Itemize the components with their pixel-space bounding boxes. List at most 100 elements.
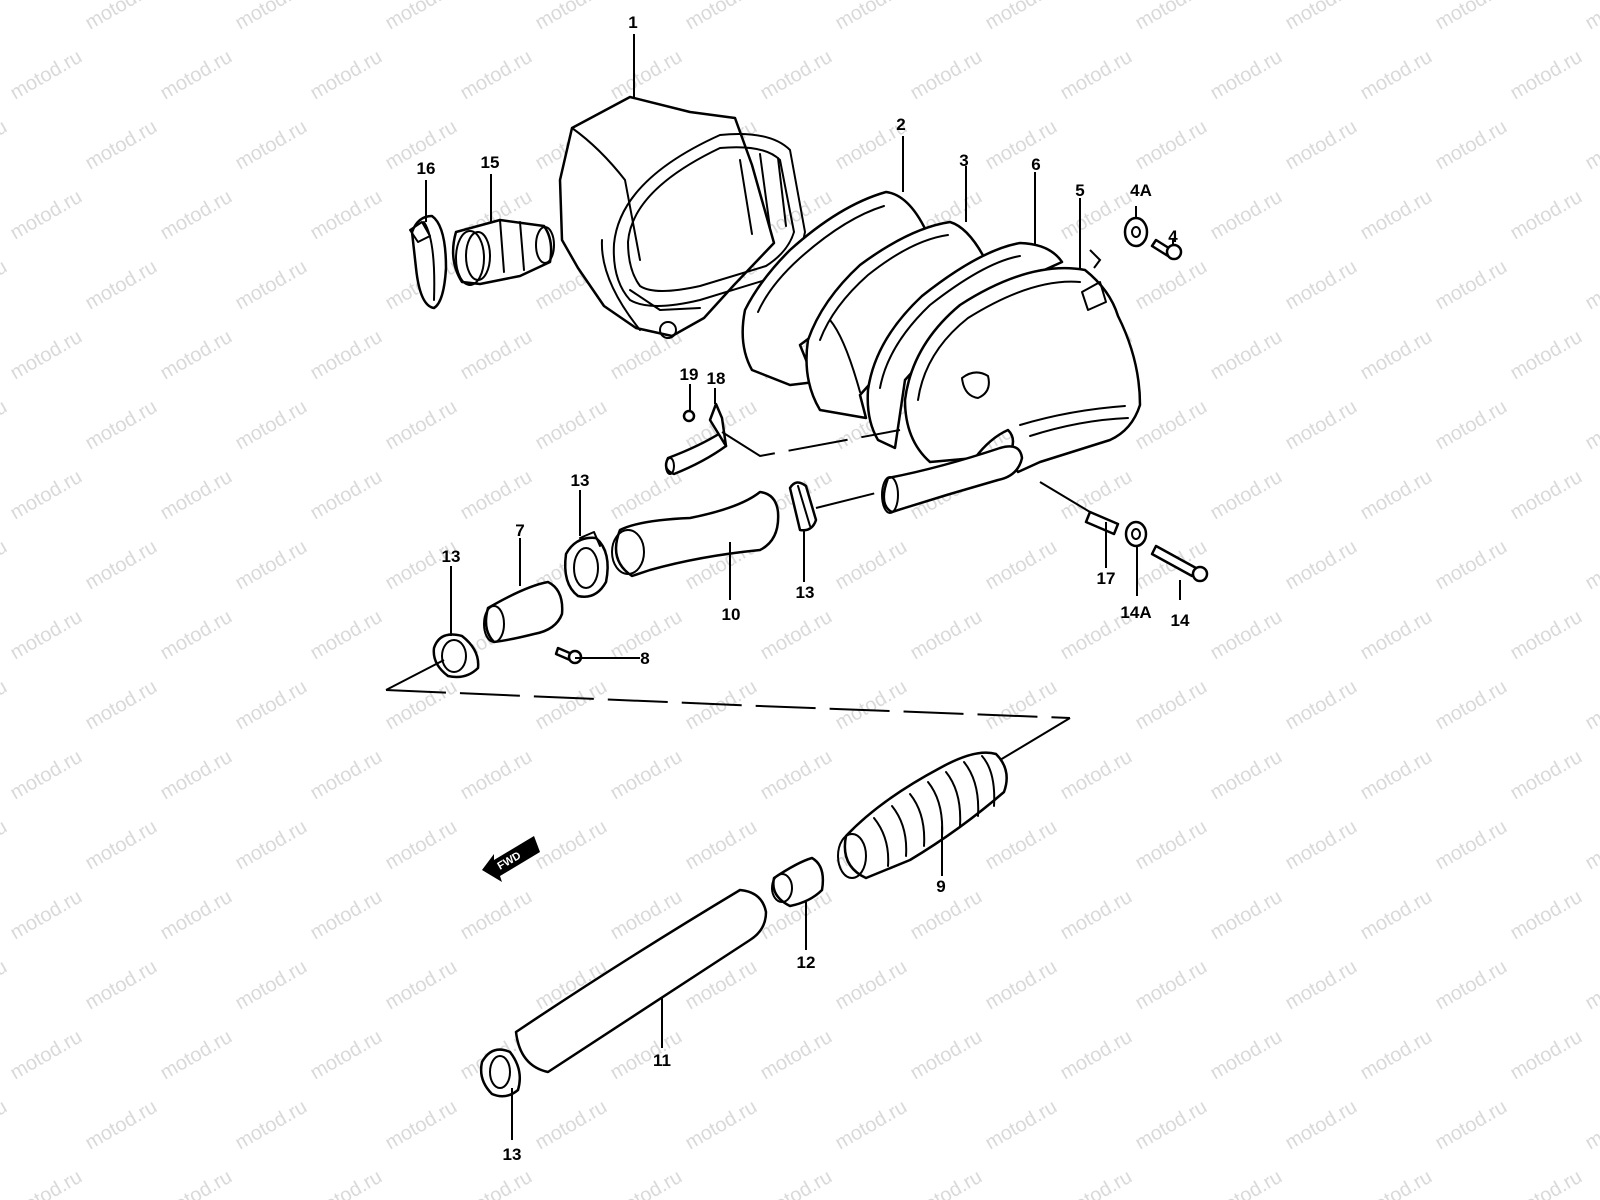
screw-8: [554, 646, 583, 665]
watermark-text: motod.ru: [82, 116, 161, 175]
watermark-text: motod.ru: [457, 886, 536, 945]
callout-5: 5: [1075, 181, 1084, 200]
watermark-text: motod.ru: [1207, 466, 1286, 525]
watermark-text: motod.ru: [457, 46, 536, 105]
watermark-text: motod.ru: [1507, 606, 1586, 665]
watermark-text: motod.ru: [1507, 186, 1586, 245]
watermark-text: motod.ru: [1357, 1166, 1436, 1200]
watermark-text: motod.ru: [7, 746, 86, 805]
watermark-text: motod.ru: [1207, 606, 1286, 665]
watermark-text: motod.ru: [157, 1166, 236, 1200]
callout-10: 10: [722, 605, 741, 624]
watermark-text: motod.ru: [1507, 1026, 1586, 1085]
watermark-text: motod.ru: [982, 0, 1061, 34]
watermark-text: motod.ru: [907, 1026, 986, 1085]
watermark-text: motod.ru: [832, 1096, 911, 1155]
watermark-text: motod.ru: [0, 676, 11, 735]
watermark-text: motod.ru: [1582, 956, 1600, 1015]
screw-4: [1150, 238, 1183, 261]
watermark-text: motod.ru: [1357, 466, 1436, 525]
watermark-text: motod.ru: [1207, 186, 1286, 245]
watermark-text: motod.ru: [1282, 396, 1361, 455]
watermark-text: motod.ru: [7, 326, 86, 385]
watermark-text: motod.ru: [907, 46, 986, 105]
watermark-text: motod.ru: [1282, 0, 1361, 34]
callout-3: 3: [959, 151, 968, 170]
watermark-text: motod.ru: [0, 816, 11, 875]
watermark-text: motod.ru: [457, 326, 536, 385]
watermark-text: motod.ru: [457, 466, 536, 525]
watermark-text: motod.ru: [232, 536, 311, 595]
watermark-text: motod.ru: [907, 606, 986, 665]
callout-19: 19: [680, 365, 699, 384]
watermark-text: motod.ru: [1357, 46, 1436, 105]
watermark-text: motod.ru: [757, 1166, 836, 1200]
watermark-text: motod.ru: [607, 1166, 686, 1200]
watermark-text: motod.ru: [1582, 676, 1600, 735]
watermark-text: motod.ru: [607, 1026, 686, 1085]
watermark-text: motod.ru: [1057, 1026, 1136, 1085]
hose-10: [611, 490, 780, 578]
watermark-text: motod.ru: [1207, 886, 1286, 945]
watermark-text: motod.ru: [1282, 956, 1361, 1015]
watermark-text: motod.ru: [982, 116, 1061, 175]
watermark-text: motod.ru: [307, 1026, 386, 1085]
watermark-text: motod.ru: [232, 256, 311, 315]
callout-9: 9: [936, 877, 945, 896]
callout-16: 16: [417, 159, 436, 178]
callout-17: 17: [1097, 569, 1116, 588]
watermark-text: motod.ru: [157, 466, 236, 525]
watermark-text: motod.ru: [82, 396, 161, 455]
watermark-text: motod.ru: [757, 1026, 836, 1085]
watermark-text: motod.ru: [1432, 256, 1511, 315]
watermark-text: motod.ru: [1582, 256, 1600, 315]
watermark-text: motod.ru: [1132, 116, 1211, 175]
watermark-text: motod.ru: [907, 1166, 986, 1200]
watermark-text: motod.ru: [7, 1166, 86, 1200]
watermark-text: motod.ru: [1207, 326, 1286, 385]
watermark-text: motod.ru: [982, 676, 1061, 735]
watermark-text: motod.ru: [307, 1166, 386, 1200]
watermark-text: motod.ru: [832, 956, 911, 1015]
watermark-text: motod.ru: [682, 1096, 761, 1155]
watermark-text: motod.ru: [1057, 46, 1136, 105]
watermark-text: motod.ru: [307, 606, 386, 665]
watermark-text: motod.ru: [7, 466, 86, 525]
callout-14a: 14A: [1120, 603, 1151, 622]
watermark-text: motod.ru: [82, 676, 161, 735]
watermark-text: motod.ru: [682, 816, 761, 875]
watermark-text: motod.ru: [532, 676, 611, 735]
watermark-text: motod.ru: [1432, 676, 1511, 735]
watermark-text: motod.ru: [1207, 1166, 1286, 1200]
watermark-text: motod.ru: [757, 746, 836, 805]
watermark-text: motod.ru: [382, 1096, 461, 1155]
watermark-text: motod.ru: [82, 0, 161, 34]
watermark-text: motod.ru: [0, 1096, 11, 1155]
watermark-text: motod.ru: [982, 816, 1061, 875]
watermark-text: motod.ru: [832, 676, 911, 735]
watermark-text: motod.ru: [7, 186, 86, 245]
watermark-text: motod.ru: [1057, 186, 1136, 245]
watermark-text: motod.ru: [1507, 886, 1586, 945]
watermark-text: motod.ru: [757, 46, 836, 105]
hose-clamp-13-left: [432, 633, 480, 679]
callout-2: 2: [896, 115, 905, 134]
callout-13-left: 13: [442, 547, 461, 566]
collar-17: [1084, 510, 1120, 536]
drain-tube-18: [664, 402, 728, 476]
watermark-text: motod.ru: [7, 886, 86, 945]
watermark-text: motod.ru: [382, 676, 461, 735]
watermark-text: motod.ru: [232, 0, 311, 34]
watermark-text: motod.ru: [982, 1096, 1061, 1155]
callout-13-bottom: 13: [503, 1145, 522, 1164]
watermark-text: motod.ru: [0, 116, 11, 175]
watermark-text: motod.ru: [1132, 396, 1211, 455]
watermark-text: motod.ru: [1282, 1096, 1361, 1155]
callout-4a: 4A: [1130, 181, 1152, 200]
cap-outlet-duct: [881, 445, 1024, 514]
watermark-text: motod.ru: [757, 606, 836, 665]
watermark-text: motod.ru: [1282, 536, 1361, 595]
washer-4a: [1123, 216, 1149, 248]
pipe-12: [771, 856, 825, 908]
